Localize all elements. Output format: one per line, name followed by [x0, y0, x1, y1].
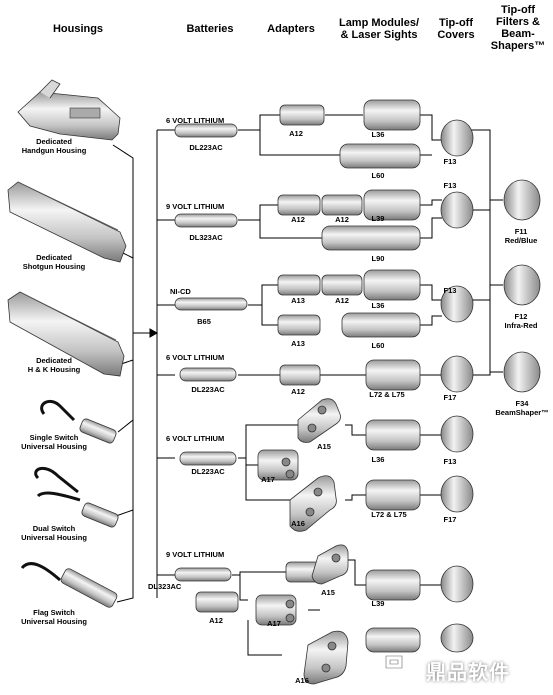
battery-voltage-1: 6 VOLT LITHIUM: [166, 116, 225, 125]
battery-voltage-2: 9 VOLT LITHIUM: [166, 202, 225, 211]
housing-shotgun: [7, 181, 127, 263]
housing-label-handgun: Dedicated Handgun Housing: [21, 137, 87, 155]
lamp-label-5: L36: [371, 301, 385, 310]
adapter-label-a2b: A12: [335, 215, 349, 224]
cover-label-4: F17: [443, 393, 457, 402]
adapter-label-a5c: A16: [291, 519, 305, 528]
header-tipoff-filters: Tip-off Filters & Beam- Shapers™: [490, 4, 546, 52]
lamp-label-3: L39: [371, 214, 385, 223]
battery-model-3: B65: [197, 317, 211, 326]
lamp-label-6: L60: [371, 341, 385, 350]
battery-voltage-5: 6 VOLT LITHIUM: [166, 434, 225, 443]
header-tipoff-covers: Tip-off Covers: [437, 17, 475, 41]
adapter-parts: [195, 104, 363, 685]
adapter-label-a5b: A17: [261, 475, 275, 484]
battery-model-4: DL223AC: [191, 385, 225, 394]
filter-label-f34: F34 BeamShaper™: [495, 399, 549, 417]
header-adapters: Adapters: [267, 23, 315, 35]
lamp-label-1: L36: [371, 130, 385, 139]
housing-handgun: [17, 79, 121, 141]
battery-dl223ac-2: [179, 367, 237, 382]
battery-model-5: DL223AC: [191, 467, 225, 476]
housing-flag-switch: [20, 562, 118, 608]
header-housings: Housings: [52, 23, 104, 35]
adapter-label-a5a: A15: [317, 442, 331, 451]
housing-label-single-switch: Single Switch Universal Housing: [21, 433, 87, 451]
battery-dl323ac-1: [174, 213, 238, 228]
watermark-text: 鼎品软件: [426, 660, 510, 684]
cover-label-1: F13: [443, 157, 457, 166]
housing-label-dual-switch: Dual Switch Universal Housing: [21, 524, 87, 542]
lamp-label-9: L72 & L75: [371, 510, 407, 519]
watermark: 鼎品软件: [380, 648, 550, 690]
housing-label-hk: Dedicated H & K Housing: [27, 356, 81, 374]
adapter-label-a6c: A16: [295, 676, 309, 685]
housing-label-flag-switch: Flag Switch Universal Housing: [21, 608, 87, 626]
tipoff-filters: [503, 179, 541, 393]
battery-model-6: DL323AC: [148, 582, 182, 591]
header-lamp-modules: Lamp Modules/ & Laser Sights: [338, 17, 420, 41]
housing-label-shotgun: Dedicated Shotgun Housing: [22, 253, 86, 271]
adapter-label-a6a: A15: [321, 588, 335, 597]
adapter-label-a3c: A13: [291, 339, 305, 348]
battery-dl223ac-3: [179, 451, 237, 466]
cover-label-2: F13: [443, 181, 457, 190]
battery-dl223ac-1: [174, 123, 238, 138]
adapter-label-a3a: A13: [291, 296, 305, 305]
battery-b65: [174, 297, 248, 311]
battery-model-2: DL323AC: [189, 233, 223, 242]
housing-hk: [7, 291, 125, 377]
lamp-modules: [321, 99, 421, 653]
adapter-label-a3b: A12: [335, 296, 349, 305]
lamp-label-10: L39: [371, 599, 385, 608]
filter-label-f12: F12 Infra-Red: [504, 312, 538, 330]
adapter-label-a4: A12: [291, 387, 305, 396]
tipoff-covers: [440, 119, 474, 653]
connector-lines: [112, 114, 503, 656]
cover-label-3: F13: [443, 286, 457, 295]
battery-voltage-4: 6 VOLT LITHIUM: [166, 353, 225, 362]
battery-voltage-6: 9 VOLT LITHIUM: [166, 550, 225, 559]
battery-dl323ac-2: [174, 567, 232, 582]
lamp-label-2: L60: [371, 171, 385, 180]
adapter-label-a6-batt: A12: [209, 616, 223, 625]
battery-cylinders: [174, 123, 248, 582]
lamp-label-8: L36: [371, 455, 385, 464]
housing-single-switch: [40, 400, 117, 444]
lamp-label-4: L90: [371, 254, 385, 263]
lamp-label-7: L72 & L75: [369, 390, 405, 399]
filter-label-f11: F11 Red/Blue: [504, 227, 538, 245]
adapter-label-a6b: A17: [267, 619, 281, 628]
adapter-label-a1: A12: [289, 129, 303, 138]
cover-label-5: F13: [443, 457, 457, 466]
battery-model-1: DL223AC: [189, 143, 223, 152]
housing-dual-switch: [34, 466, 119, 528]
cover-label-6: F17: [443, 515, 457, 524]
header-batteries: Batteries: [186, 23, 234, 35]
adapter-label-a2a: A12: [291, 215, 305, 224]
watermark-logo-icon: [384, 655, 416, 682]
battery-voltage-3: NI-CD: [170, 287, 191, 296]
